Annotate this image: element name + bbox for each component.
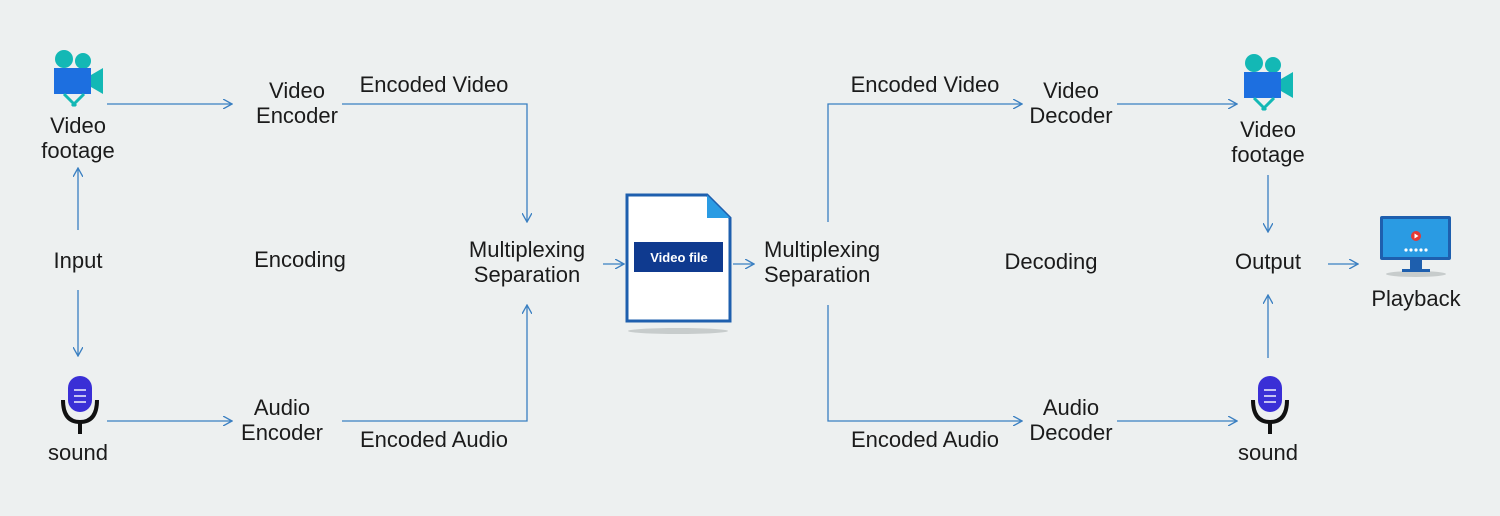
video-file-icon — [625, 193, 732, 334]
video-footage-input-line-1: Video — [50, 113, 106, 138]
video-decoder-label: Video Decoder — [1029, 78, 1112, 128]
encoded-audio-label-left: Encoded Audio — [359, 427, 509, 452]
encoded-video-label-left: Encoded Video — [359, 72, 509, 97]
video-footage-output-label: Video footage — [1231, 117, 1304, 167]
arrow-demux-to-encoded-audio — [827, 305, 1022, 421]
mux-left-line-2: Separation — [473, 262, 581, 287]
encoded-video-label-right: Encoded Video — [850, 72, 1000, 97]
video-decoder-line-2: Decoder — [1029, 103, 1113, 128]
video-encoder-line-2: Encoder — [256, 103, 338, 128]
playback-label: Playback — [1371, 286, 1461, 311]
mux-separation-label-right: Multiplexing Separation — [764, 237, 880, 287]
mux-right-line-1: Multiplexing — [764, 237, 881, 262]
arrow-encoded-audio-to-mux — [342, 305, 527, 422]
microphone-icon — [61, 376, 99, 434]
encoding-label: Encoding — [254, 247, 346, 272]
video-footage-output-line-2: footage — [1231, 142, 1305, 167]
video-camera-icon — [1244, 54, 1293, 112]
video-footage-input-label: Video footage — [41, 113, 114, 163]
arrow-demux-to-encoded-video — [827, 104, 1022, 222]
arrow-encoded-video-to-mux — [342, 103, 527, 222]
audio-decoder-line-1: Audio — [1042, 395, 1100, 420]
mux-right-line-2: Separation — [764, 262, 871, 287]
monitor-icon — [1380, 216, 1451, 277]
sound-output-label: sound — [1238, 440, 1298, 465]
video-encoder-line-1: Video — [269, 78, 325, 103]
audio-encoder-line-1: Audio — [253, 395, 311, 420]
video-file-label: Video file — [650, 250, 708, 265]
microphone-icon — [1251, 376, 1289, 434]
audio-decoder-label: Audio Decoder — [1029, 395, 1112, 445]
video-encoder-label: Video Encoder — [256, 78, 338, 128]
audio-encoder-label: Audio Encoder — [241, 395, 323, 445]
mux-left-line-1: Multiplexing — [468, 237, 586, 262]
mux-separation-label-left: Multiplexing Separation — [469, 237, 585, 287]
sound-input-label: sound — [48, 440, 108, 465]
video-footage-output-line-1: Video — [1240, 117, 1296, 142]
encoded-audio-label-right: Encoded Audio — [850, 427, 1000, 452]
decoding-label: Decoding — [1004, 249, 1098, 274]
audio-decoder-line-2: Decoder — [1029, 420, 1113, 445]
audio-encoder-line-2: Encoder — [241, 420, 323, 445]
input-label: Input — [53, 248, 103, 273]
video-decoder-line-1: Video — [1043, 78, 1099, 103]
video-camera-icon — [54, 50, 103, 108]
video-footage-input-line-2: footage — [41, 138, 115, 163]
output-label: Output — [1234, 249, 1302, 274]
